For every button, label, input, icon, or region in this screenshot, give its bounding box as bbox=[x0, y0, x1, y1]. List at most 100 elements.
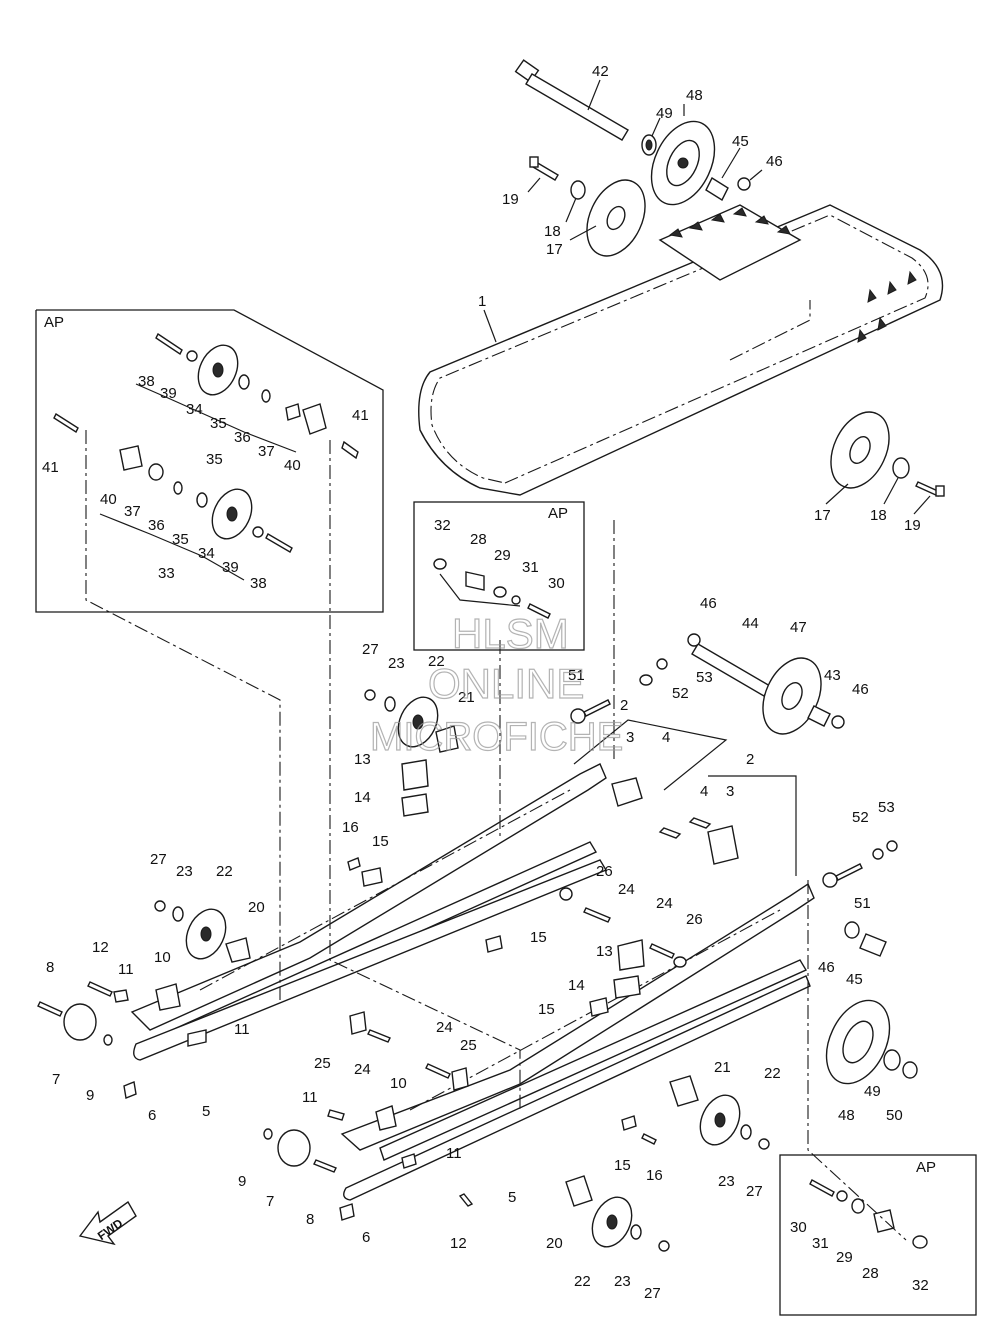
ap-box-bottom-right: AP bbox=[779, 1154, 977, 1316]
callout-9-left: 9 bbox=[86, 1087, 94, 1104]
callout-35-center: 35 bbox=[206, 451, 223, 468]
callout-48: 48 bbox=[686, 87, 703, 104]
callout-32b: 32 bbox=[912, 1277, 929, 1294]
washer-53-52 bbox=[639, 658, 668, 686]
callout-30a: 30 bbox=[548, 575, 565, 592]
spacer-45-top bbox=[705, 176, 729, 202]
callout-24-bottom: 24 bbox=[436, 1019, 453, 1036]
callout-5-left: 5 bbox=[202, 1103, 210, 1120]
slide-rail-left bbox=[130, 763, 608, 1061]
shaft-44 bbox=[687, 633, 771, 697]
lower-middle-fasteners bbox=[349, 887, 687, 1043]
callout-18: 18 bbox=[544, 223, 561, 240]
callout-10-bottom: 10 bbox=[390, 1075, 407, 1092]
callout-11-bottom-b: 11 bbox=[446, 1145, 462, 1162]
callout-29a: 29 bbox=[494, 547, 511, 564]
track-belt bbox=[418, 204, 944, 496]
callout-49-lower: 49 bbox=[864, 1083, 881, 1100]
callout-27-bottom-right: 27 bbox=[746, 1183, 763, 1200]
nut-46-top bbox=[737, 177, 751, 191]
callout-19-right: 19 bbox=[904, 517, 921, 534]
callout-17-right: 17 bbox=[814, 507, 831, 524]
callout-29b: 29 bbox=[836, 1249, 853, 1266]
callout-22-bottom: 22 bbox=[574, 1273, 591, 1290]
callout-45: 45 bbox=[732, 133, 749, 150]
callout-34b: 34 bbox=[198, 545, 215, 562]
callout-50: 50 bbox=[886, 1107, 903, 1124]
callout-28a: 28 bbox=[470, 531, 487, 548]
callout-20-left: 20 bbox=[248, 899, 265, 916]
callout-31b: 31 bbox=[812, 1235, 829, 1252]
callout-14-upper: 14 bbox=[354, 789, 371, 806]
bolt-19-right bbox=[915, 481, 945, 497]
callout-6-bottom: 6 bbox=[362, 1229, 370, 1246]
callout-38b: 38 bbox=[250, 575, 267, 592]
parts-27-23-22-21-upper bbox=[364, 689, 459, 753]
callout-52-upper: 52 bbox=[672, 685, 689, 702]
callout-13-lower: 13 bbox=[596, 943, 613, 960]
callout-5-bottom: 5 bbox=[508, 1189, 516, 1206]
callout-7-left: 7 bbox=[52, 1071, 60, 1088]
callout-52-lower: 52 bbox=[852, 809, 869, 826]
ap-bottom-right-parts bbox=[809, 1179, 928, 1249]
callout-21-lower: 21 bbox=[714, 1059, 731, 1076]
ap-left-parts bbox=[53, 332, 359, 581]
callout-20-bottom: 20 bbox=[546, 1235, 563, 1252]
callout-33: 33 bbox=[158, 565, 175, 582]
callout-11-left-b: 11 bbox=[234, 1021, 250, 1038]
callout-37b: 37 bbox=[124, 503, 141, 520]
callout-39b: 39 bbox=[222, 559, 239, 576]
callout-23-bottom-right: 23 bbox=[718, 1173, 735, 1190]
callout-45-lower: 45 bbox=[846, 971, 863, 988]
watermark-line-2: ONLINE bbox=[428, 660, 584, 707]
callout-16-upper: 16 bbox=[342, 819, 359, 836]
callout-23-left: 23 bbox=[176, 863, 193, 880]
callout-31a: 31 bbox=[522, 559, 539, 576]
callout-48-lower: 48 bbox=[838, 1107, 855, 1124]
callout-46-upper: 46 bbox=[700, 595, 717, 612]
callout-14-lower: 14 bbox=[568, 977, 585, 994]
callout-49: 49 bbox=[656, 105, 673, 122]
bolt-19-top bbox=[529, 156, 559, 181]
rear-shaft-42 bbox=[514, 59, 629, 141]
ap-middle-parts bbox=[433, 558, 551, 619]
track-cleats bbox=[668, 207, 917, 343]
callout-42: 42 bbox=[592, 63, 609, 80]
bracket-2-3-4-upper bbox=[573, 719, 728, 839]
callout-labels: 42 48 49 45 46 19 18 17 1 41 38 39 34 35… bbox=[42, 63, 929, 1302]
ap-box-middle: AP bbox=[413, 501, 585, 651]
callout-19: 19 bbox=[502, 191, 519, 208]
callout-27-left: 27 bbox=[150, 851, 167, 868]
callout-18-right: 18 bbox=[870, 507, 887, 524]
collar-18-right bbox=[892, 457, 910, 479]
callout-13-upper: 13 bbox=[354, 751, 371, 768]
watermark-line-3: MICROFICHE bbox=[370, 715, 623, 759]
wheel-17-right bbox=[830, 411, 890, 489]
callout-26-right: 26 bbox=[686, 911, 703, 928]
callout-4-upper: 4 bbox=[662, 729, 670, 746]
bolt-51-upper bbox=[570, 699, 611, 724]
callout-16-bottom: 16 bbox=[646, 1167, 663, 1184]
wheel-47 bbox=[762, 657, 822, 735]
callout-8-bottom: 8 bbox=[306, 1211, 314, 1228]
callout-1: 1 bbox=[478, 293, 486, 310]
callout-51-lower: 51 bbox=[854, 895, 871, 912]
callout-15-bottom: 15 bbox=[614, 1157, 631, 1174]
brackets-13-14-16-15-upper bbox=[347, 759, 429, 887]
watermark-line-1: HLSM bbox=[452, 610, 569, 657]
callout-30b: 30 bbox=[790, 1219, 807, 1236]
wheel-17-top bbox=[586, 179, 646, 257]
callout-40b: 40 bbox=[100, 491, 117, 508]
callout-15-lower: 15 bbox=[538, 1001, 555, 1018]
ap-label-middle: AP bbox=[548, 505, 568, 522]
callout-11-bottom: 11 bbox=[302, 1089, 318, 1106]
callout-24-upper: 24 bbox=[618, 881, 635, 898]
bracket-2-3-4-lower bbox=[688, 775, 797, 876]
callout-51-upper: 51 bbox=[568, 667, 585, 684]
callout-26-upper: 26 bbox=[596, 863, 613, 880]
callout-15-upper: 15 bbox=[372, 833, 389, 850]
callout-23-upper: 23 bbox=[388, 655, 405, 672]
callout-21-upper: 21 bbox=[458, 689, 475, 706]
callout-35a: 35 bbox=[210, 415, 227, 432]
